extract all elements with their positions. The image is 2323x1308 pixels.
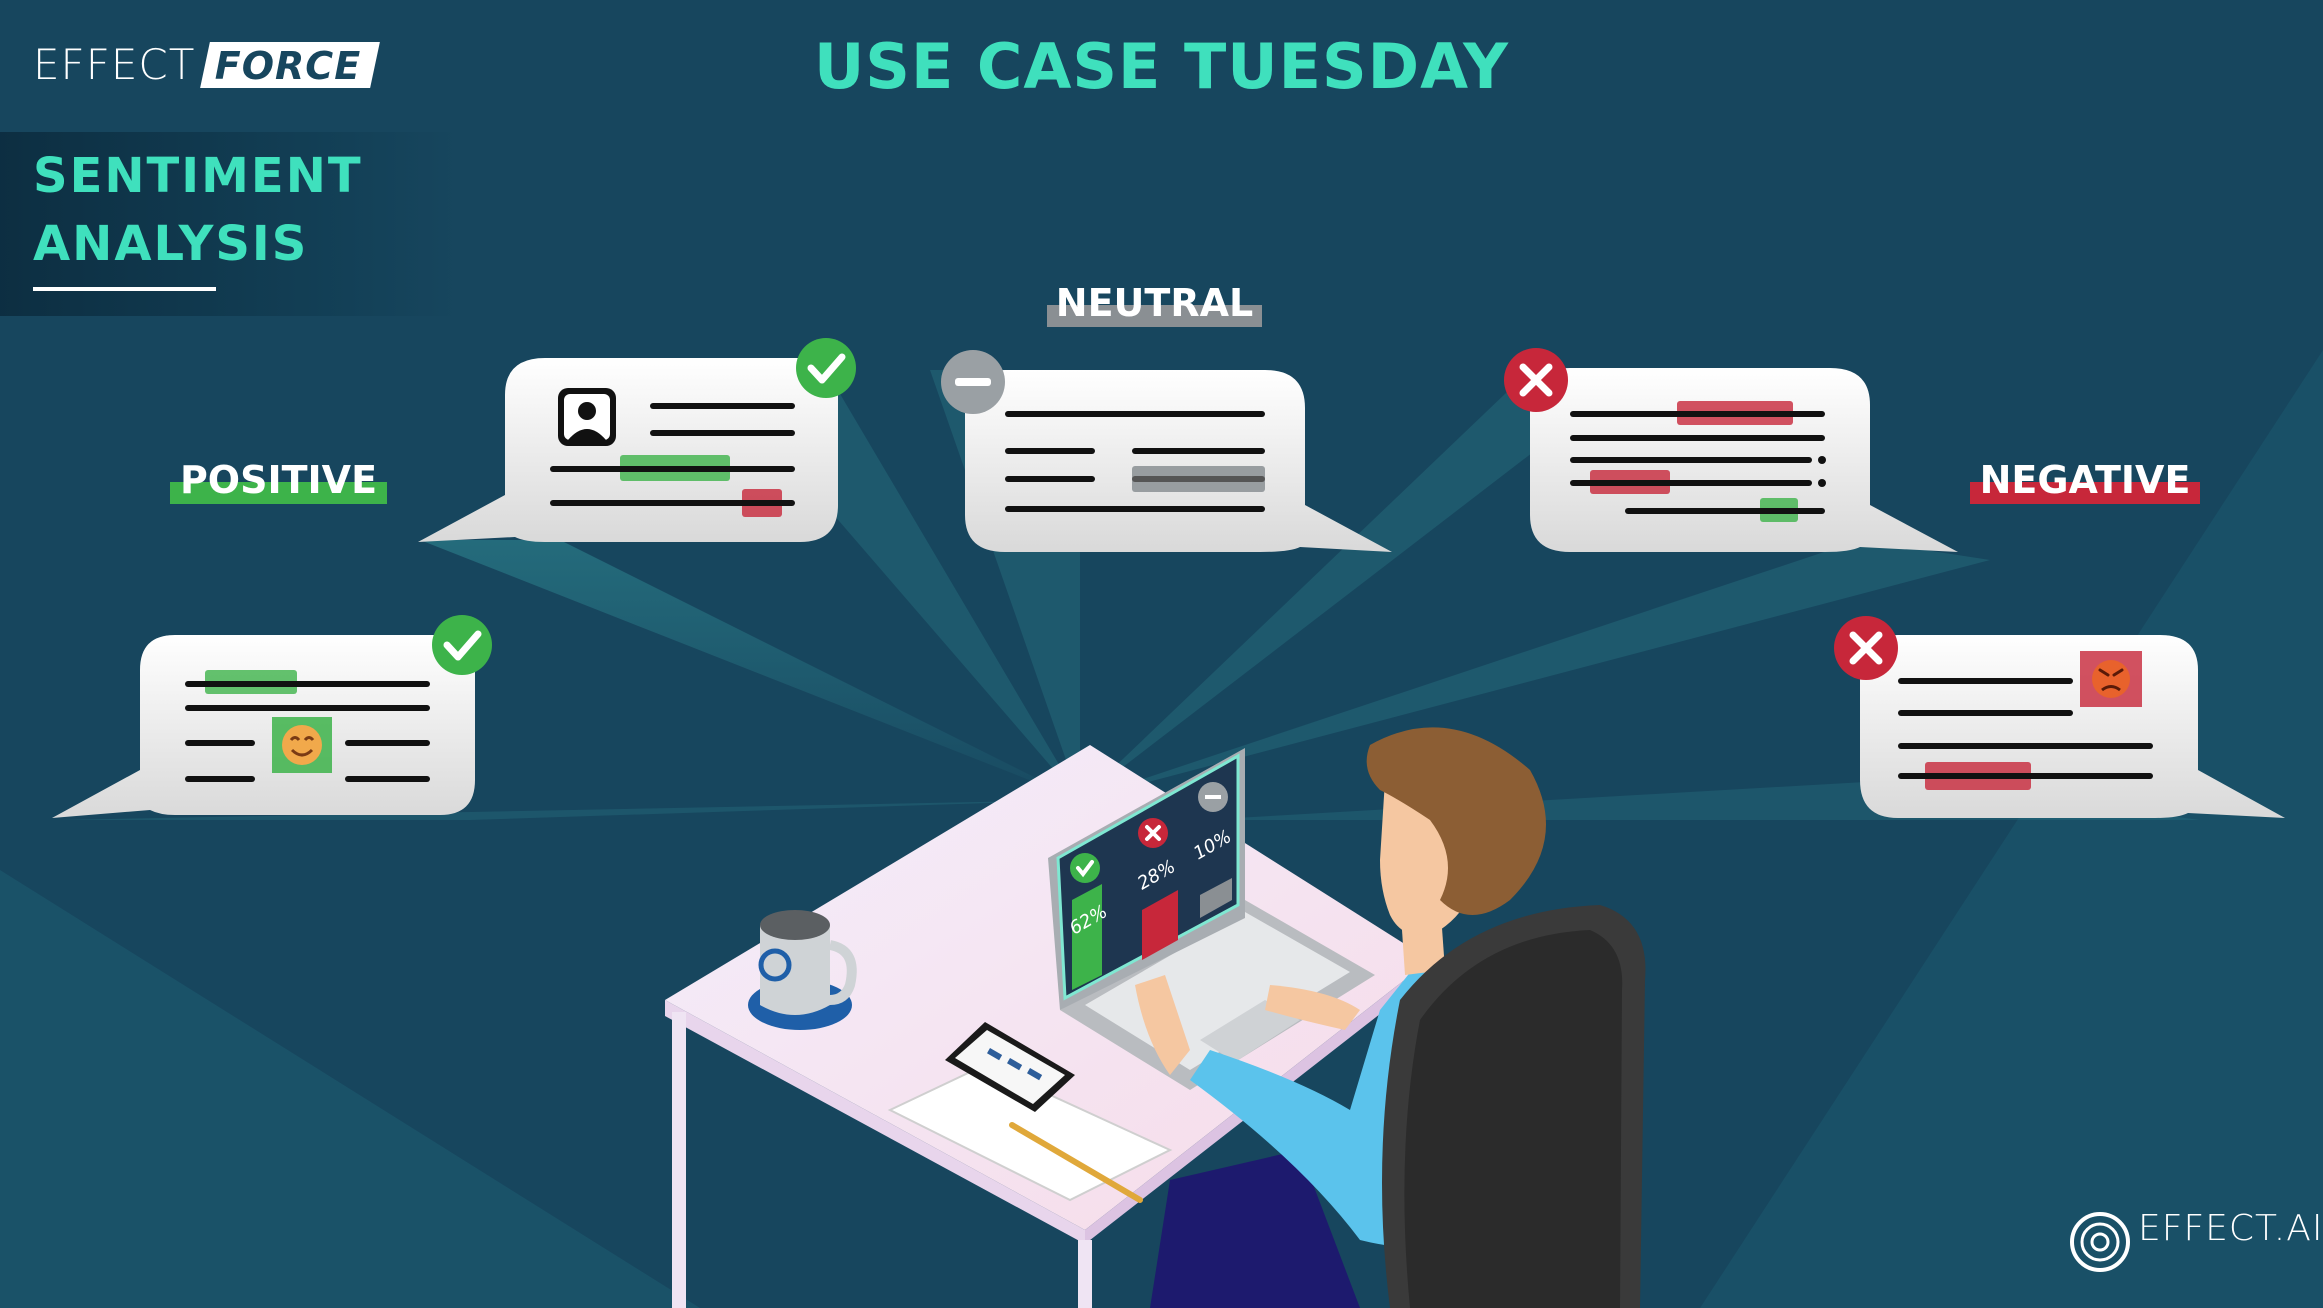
review-bubble-negative-2	[1834, 616, 2285, 818]
office-chair	[1382, 905, 1646, 1308]
cross-icon	[1138, 818, 1168, 848]
section-title-line-1: SENTIMENT	[33, 148, 363, 204]
coffee-mug	[748, 910, 857, 1030]
section-panel	[0, 132, 460, 316]
effect-ai-logo-icon	[2070, 1212, 2130, 1272]
brand-name-light: EFFECT	[33, 40, 196, 89]
minus-icon	[941, 350, 1005, 414]
effect-ai-logo: EFFECT.AI	[2070, 1208, 2323, 1249]
minus-icon	[1198, 782, 1228, 812]
review-bubble-negative-1	[1504, 348, 1958, 552]
effect-ai-logo-text: EFFECT.AI	[2138, 1208, 2323, 1249]
angry-face-icon	[2092, 660, 2130, 698]
background-shapes	[0, 350, 2323, 1308]
label-negative: NEGATIVE	[1970, 460, 2200, 504]
review-bubble-positive-1	[52, 615, 492, 818]
phone	[945, 1022, 1075, 1112]
label-neutral: NEUTRAL	[1047, 283, 1262, 327]
review-bubble-neutral	[941, 350, 1392, 552]
check-icon	[1070, 853, 1100, 883]
smiley-icon	[282, 725, 322, 765]
label-positive: POSITIVE	[170, 460, 387, 504]
section-title-line-2: ANALYSIS	[33, 216, 309, 272]
section-underline	[33, 287, 216, 291]
cross-icon	[1504, 348, 1568, 412]
user-icon	[558, 388, 616, 446]
review-bubble-positive-2	[418, 338, 856, 542]
cross-icon	[1834, 616, 1898, 680]
check-icon	[432, 615, 492, 675]
effect-force-logo: EFFECT FORCE	[33, 40, 381, 89]
check-icon	[796, 338, 856, 398]
page-title: USE CASE TUESDAY	[813, 30, 1510, 103]
notepad	[887, 1063, 1173, 1203]
